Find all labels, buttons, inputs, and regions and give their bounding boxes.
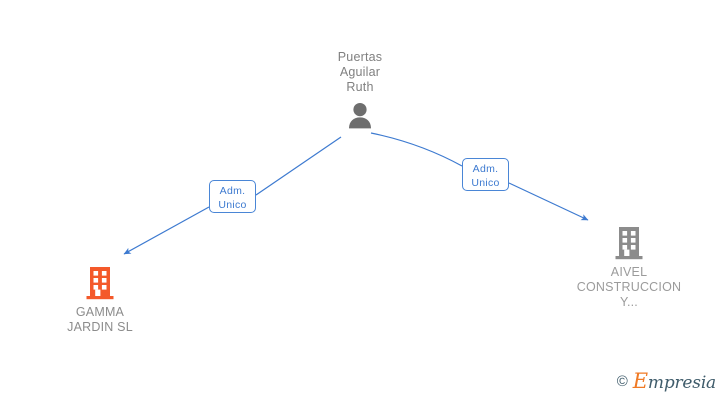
edge-person-to-aivel-arrow [508, 182, 589, 221]
empresia-logo-initial: E [632, 369, 648, 393]
building-icon [86, 267, 114, 300]
copyright-icon: © [616, 373, 628, 390]
node-person-label: Puertas Aguilar Ruth [337, 50, 383, 94]
edge-person-to-aivel [370, 132, 463, 167]
empresia-watermark: © Empresia [617, 371, 716, 392]
node-person[interactable]: Puertas Aguilar Ruth [294, 50, 426, 131]
node-gamma-jardin-sl-label: GAMMA JARDIN SL [67, 305, 133, 334]
person-icon [349, 103, 371, 129]
edge-person-to-gamma [255, 136, 342, 196]
node-aivel-construccion[interactable]: AIVEL CONSTRUCCION Y... [563, 226, 695, 310]
edge-label-adm-unico-aivel[interactable]: Adm. Unico [462, 158, 509, 191]
node-aivel-construccion-label: AIVEL CONSTRUCCION Y... [576, 265, 682, 309]
empresia-logo-text: mpresia [647, 373, 716, 393]
edge-label-adm-unico-gamma[interactable]: Adm. Unico [209, 180, 256, 213]
building-icon [615, 227, 643, 260]
edge-person-to-gamma-arrow [123, 206, 210, 255]
empresia-logo: Empresia [633, 371, 716, 392]
node-gamma-jardin-sl[interactable]: GAMMA JARDIN SL [34, 266, 166, 335]
